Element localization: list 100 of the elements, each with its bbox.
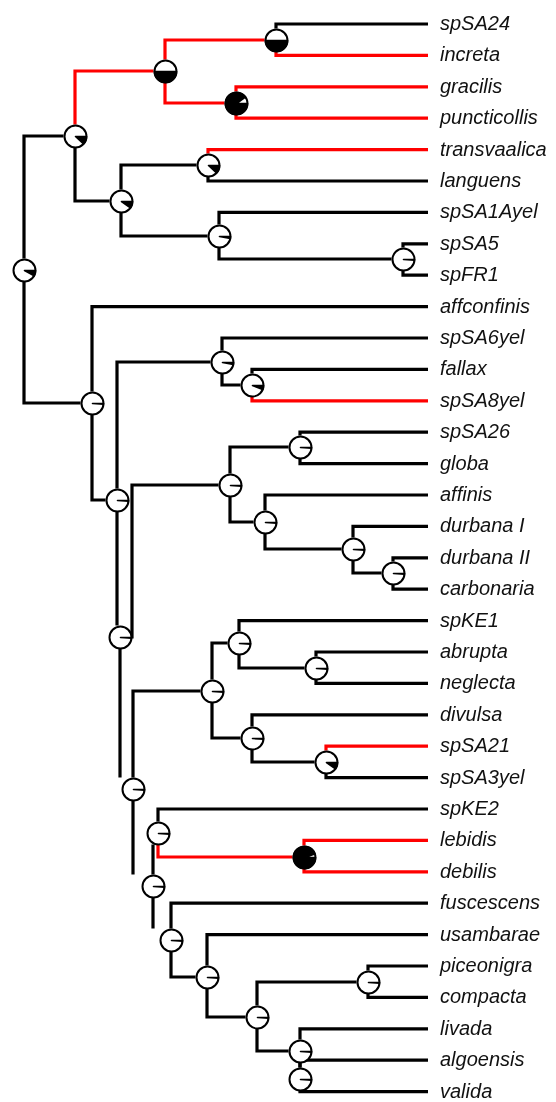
pie-chart-node — [287, 434, 313, 460]
tree-branch — [314, 650, 428, 657]
pie-chart-node — [239, 725, 265, 751]
pie-chart-node — [263, 27, 289, 53]
taxon-label: spSA3yel — [428, 765, 525, 790]
tree-branch — [391, 584, 428, 591]
tree-branch — [206, 148, 428, 154]
taxon-label: globa — [428, 451, 489, 476]
tree-branch — [234, 85, 428, 92]
pie-chart-node — [217, 472, 243, 498]
tree-branch — [169, 901, 428, 929]
taxon-label: fuscescens — [428, 891, 541, 916]
tree-branch — [298, 1027, 428, 1040]
tree-branch — [255, 1028, 289, 1053]
taxon-label: usambarae — [428, 922, 541, 947]
tree-branch — [250, 396, 428, 403]
taxon-label: spSA5 — [428, 231, 499, 256]
pie-chart-node — [303, 655, 329, 681]
pie-chart-node — [158, 927, 184, 953]
taxon-label: increta — [428, 43, 501, 68]
tree-branch — [324, 773, 428, 780]
pie-chart-node — [252, 509, 278, 535]
pie-chart-node — [152, 58, 178, 84]
pie-chart-node — [380, 560, 406, 586]
taxon-label: languens — [428, 169, 522, 193]
tree-branch — [263, 533, 342, 551]
pie-chart-node — [291, 844, 317, 870]
pie-chart-node — [287, 1038, 313, 1064]
tree-branch — [115, 360, 211, 489]
taxon-label: compacta — [428, 985, 527, 1010]
taxon-label: transvaalica — [428, 137, 547, 162]
tree-branch — [22, 281, 81, 405]
pie-chart-node — [287, 1066, 313, 1092]
tree-branch — [250, 713, 428, 727]
tree-branch — [131, 689, 201, 778]
tree-branch — [131, 800, 135, 875]
tree-branch — [163, 38, 265, 60]
pie-chart-node — [120, 776, 146, 802]
taxon-label: spKE2 — [428, 797, 499, 821]
taxon-label: divulsa — [428, 702, 503, 727]
pie-chart-node — [244, 1004, 270, 1030]
pie-chart-node — [313, 749, 339, 775]
taxon-label: spSA6yel — [428, 326, 525, 350]
tree-branch — [163, 82, 225, 105]
taxon-label: algoensis — [428, 1048, 525, 1073]
tree-branch — [366, 964, 428, 971]
tree-branch — [119, 212, 208, 238]
tree-branch — [220, 373, 241, 387]
pie-chart-node — [340, 536, 366, 562]
taxon-label: carbonaria — [428, 577, 535, 602]
taxon-label: spKE1 — [428, 608, 499, 633]
taxon-label: debilis — [428, 859, 497, 884]
taxon-label: affconfinis — [428, 294, 531, 319]
tree-branch — [118, 648, 122, 778]
taxon-label: durbana I — [428, 514, 525, 539]
tree-branch — [217, 210, 428, 225]
taxon-label: puncticollis — [428, 106, 538, 131]
tree-branch — [255, 980, 357, 1006]
tree-branch — [90, 305, 428, 392]
taxon-label: spFR1 — [428, 263, 499, 288]
taxon-label: valida — [428, 1079, 493, 1102]
pie-chart-node — [195, 152, 221, 178]
taxon-label: spSA26 — [428, 420, 511, 445]
taxon-label: lebidis — [428, 828, 497, 853]
tree-branch — [250, 749, 315, 764]
tree-branch — [401, 270, 428, 277]
tree-branch — [234, 114, 428, 120]
tree-branch — [129, 483, 219, 639]
tree-branch — [210, 641, 228, 680]
tree-branch — [22, 134, 64, 259]
pie-chart-node — [199, 678, 225, 704]
taxon-label: spSA21 — [428, 734, 511, 759]
tree-branch — [314, 679, 428, 685]
tree-branch — [298, 430, 428, 436]
tree-branch — [90, 414, 106, 502]
pie-chart-node — [140, 873, 166, 899]
tree-branch — [156, 807, 428, 822]
taxon-label: spSA1Ayel — [428, 200, 538, 225]
tree-branch — [237, 654, 305, 670]
tree-branch — [156, 844, 293, 859]
tree-branch — [237, 619, 428, 632]
tree-branch — [205, 933, 428, 966]
tree-branch — [228, 445, 289, 474]
tree-branch — [73, 147, 110, 203]
taxon-label: spSA8yel — [428, 388, 525, 413]
tree-branch — [391, 556, 428, 562]
taxon-label: durbana II — [428, 545, 531, 570]
tree-branch — [217, 247, 392, 261]
pie-chart-node — [79, 390, 105, 416]
taxon-label: spSA24 — [428, 12, 511, 36]
taxon-label: livada — [428, 1016, 493, 1041]
tree-branch — [298, 1058, 428, 1068]
pie-chart-node — [239, 372, 265, 398]
pie-chart-node — [104, 487, 130, 513]
tree-branch — [351, 560, 382, 575]
tree-branch — [169, 951, 196, 979]
pie-chart-node — [11, 257, 37, 283]
pie-chart-node — [355, 969, 381, 995]
tree-branch — [73, 69, 154, 125]
pie-chart-node — [194, 964, 220, 990]
